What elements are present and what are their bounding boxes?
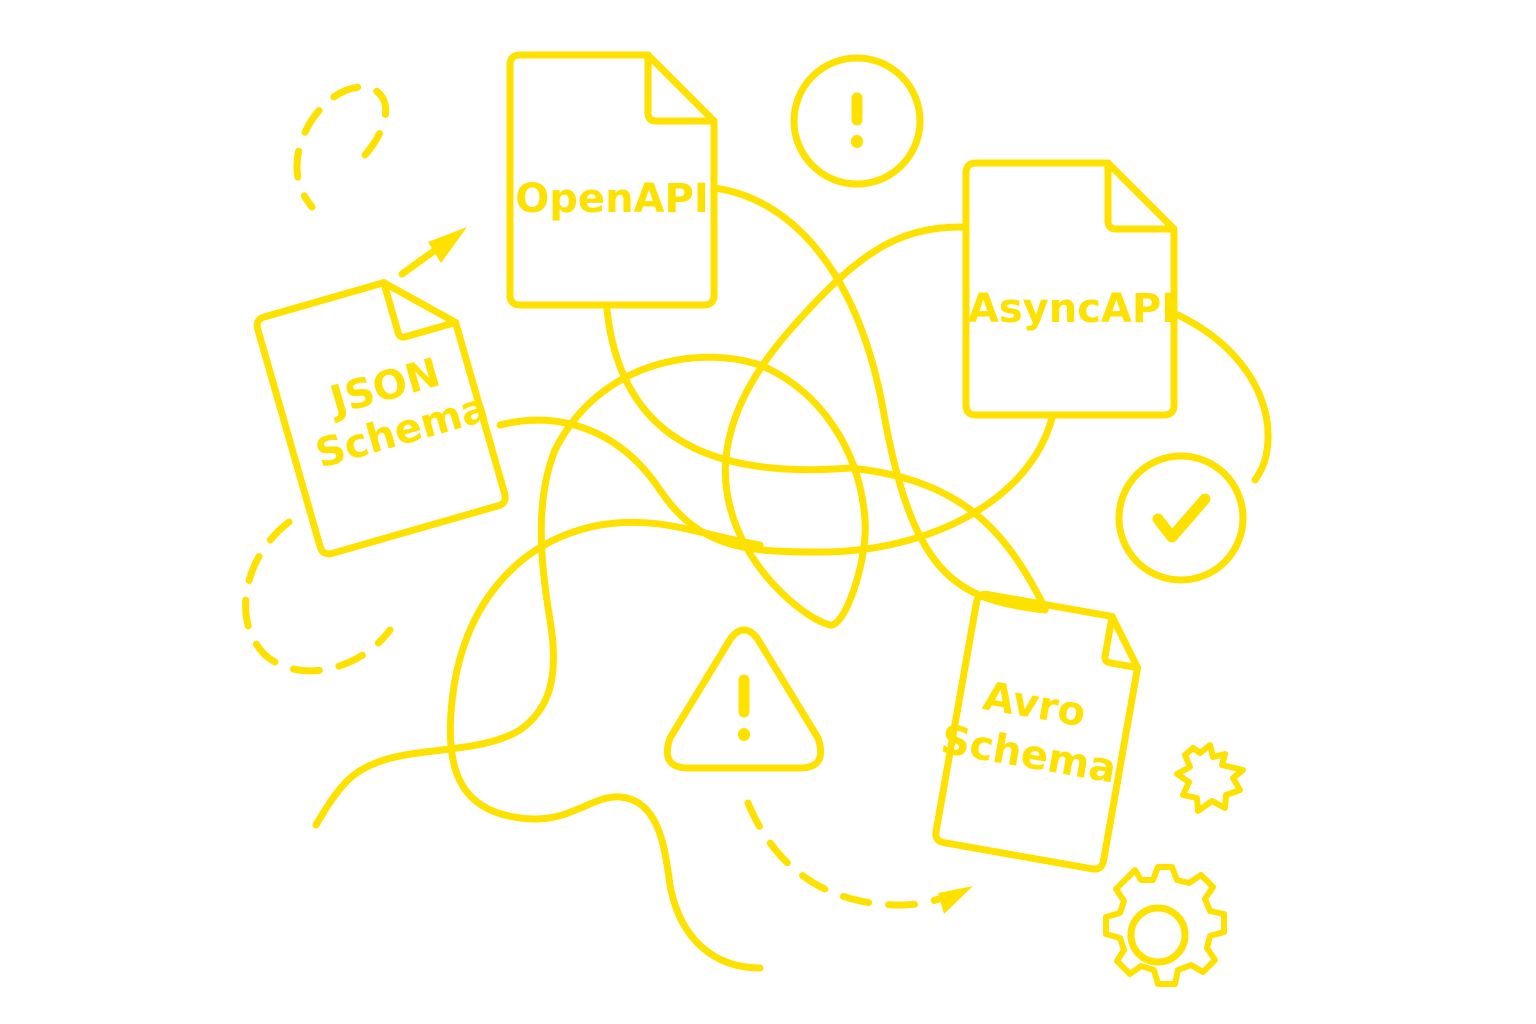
- asyncapi-document-outline: [962, 159, 1178, 419]
- dashed-arc-left: [242, 518, 394, 675]
- gear-icon: [1103, 864, 1227, 987]
- tangled-line-asyncapi-right: [1174, 311, 1272, 484]
- json-schema-document-fold: [380, 279, 460, 341]
- openapi-document-outline: [506, 51, 718, 309]
- document-labels: OpenAPI AsyncAPI JSON Schema Avro Schema: [311, 176, 1176, 793]
- avro-schema-label-line2: Schema: [938, 717, 1120, 793]
- json-arrowhead: [428, 227, 467, 263]
- json-schema-document: [253, 279, 509, 558]
- check-circle-icon: [1115, 452, 1247, 584]
- dashed-arrow-path: [744, 799, 952, 909]
- tangled-line-openapi-avro: [710, 184, 1049, 614]
- openapi-document: [506, 51, 718, 309]
- exclamation-circle-icon: [790, 54, 924, 188]
- tangled-line-openapi-bottom-loop: [603, 306, 1049, 612]
- openapi-label: OpenAPI: [515, 176, 708, 222]
- tangled-line-bottom-wave: [446, 518, 764, 972]
- asyncapi-document-fold: [1104, 159, 1178, 233]
- diagram-strokes: [242, 51, 1272, 987]
- avro-schema-document: [932, 590, 1142, 873]
- dashed-arrowhead: [938, 886, 973, 914]
- avro-schema-document-outline: [932, 590, 1142, 873]
- dashed-arc-top-left: [293, 83, 390, 211]
- openapi-document-fold: [644, 51, 718, 125]
- avro-schema-document-fold: [1101, 612, 1142, 672]
- tangled-line-asyncapi-loop: [312, 223, 966, 829]
- asyncapi-label: AsyncAPI: [968, 286, 1176, 332]
- asyncapi-document: [962, 159, 1178, 419]
- json-schema-document-outline: [253, 279, 509, 558]
- warning-triangle-icon: [663, 626, 825, 772]
- tangled-line-json-to-asyncapi: [496, 414, 1056, 556]
- arrowheads: [428, 227, 973, 914]
- small-gear-icon: [1174, 742, 1246, 814]
